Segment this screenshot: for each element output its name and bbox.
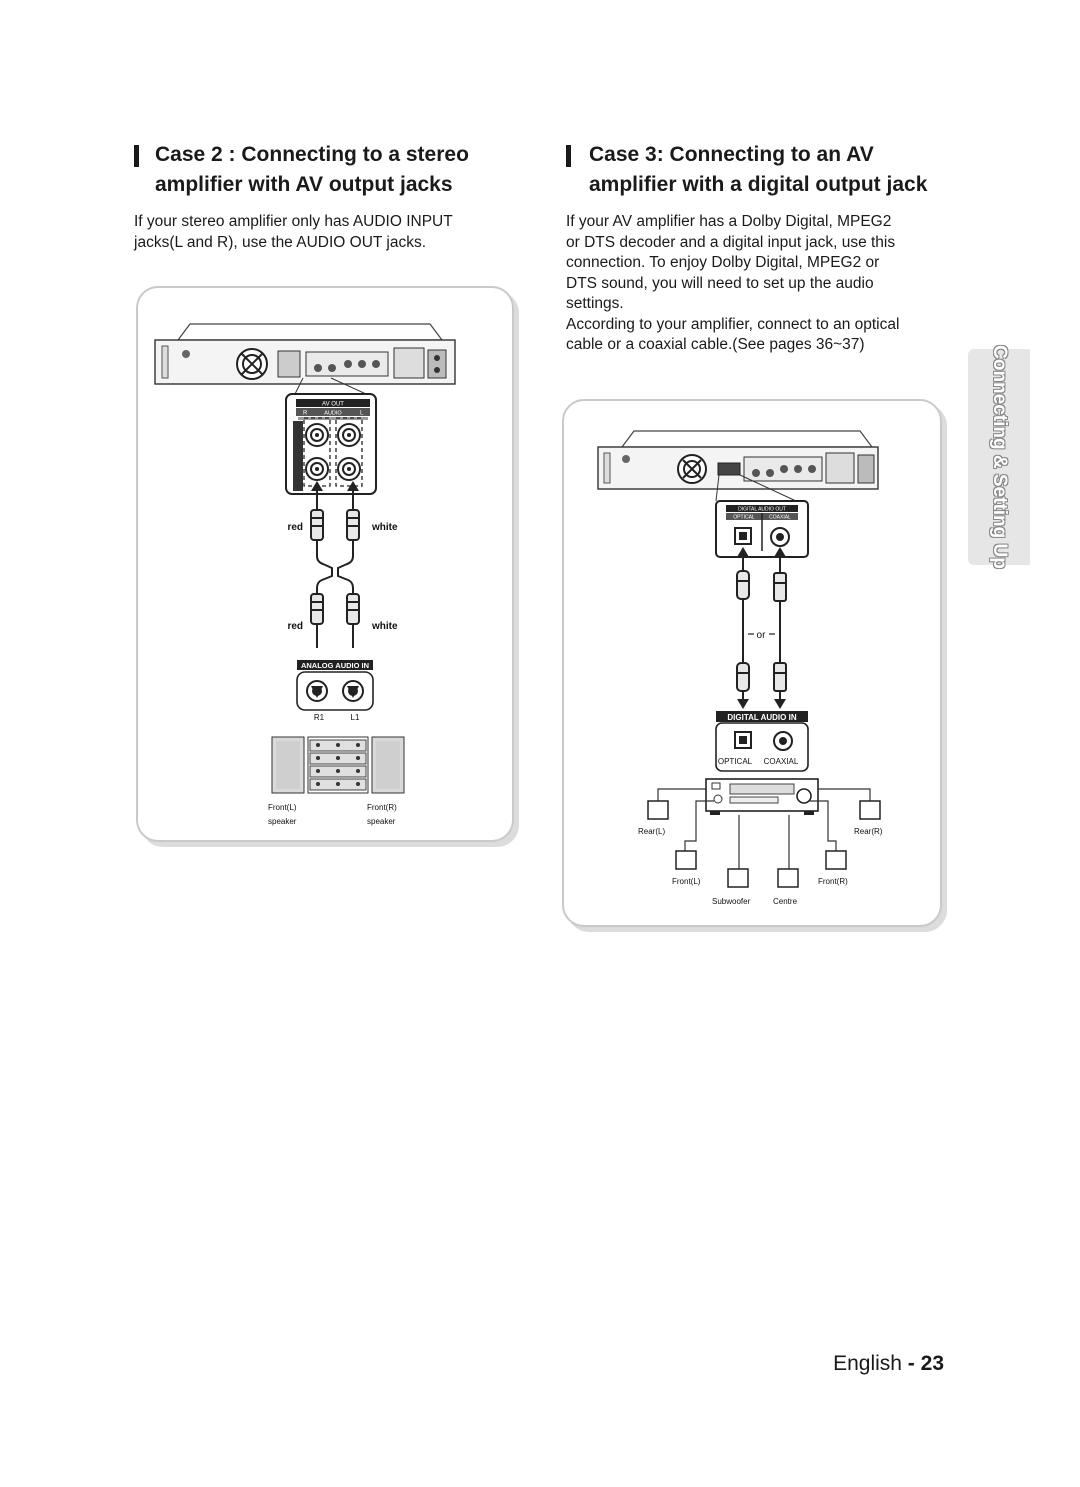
coaxial-port-icon: [773, 731, 793, 751]
case3-body: If your AV amplifier has a Dolby Digital…: [566, 212, 899, 356]
cable-white-label: white: [371, 522, 398, 533]
digital-audio-out-label: DIGITAL AUDIO OUT: [738, 507, 786, 513]
case2-heading-line1: Case 2 : Connecting to a stereo: [155, 143, 469, 166]
front-l-speaker: [675, 850, 697, 870]
rca-jack-icon: [305, 457, 329, 481]
case2-body-line: jacks(L and R), use the AUDIO OUT jacks.: [134, 233, 427, 251]
analog-audio-in-panel: ANALOG AUDIO IN R1 L1: [296, 660, 374, 722]
case3-diagram-panel: DIGITAL AUDIO OUT OPTICAL COAXIAL: [562, 399, 942, 927]
analog-audio-in-label: ANALOG AUDIO IN: [301, 661, 369, 670]
av-out-label: AV OUT: [322, 402, 344, 408]
front-r-speaker: [825, 850, 847, 870]
rear-r-label: Rear(R): [854, 827, 883, 836]
digital-audio-in-label: DIGITAL AUDIO IN: [727, 713, 796, 722]
case3-body-line: connection. To enjoy Dolby Digital, MPEG…: [566, 254, 880, 271]
case2-diagram: AV OUT R AUDIO L: [154, 323, 456, 826]
av-out-l-label: L: [360, 411, 364, 417]
subwoofer-speaker: [727, 868, 749, 888]
cable-red-label: red: [287, 621, 303, 632]
page-footer: English - 23: [833, 1352, 944, 1376]
case2-body-line: If your stereo amplifier only has AUDIO …: [134, 213, 453, 230]
av-out-r-label: R: [303, 411, 308, 417]
coaxial-label: COAXIAL: [764, 757, 799, 766]
case3-body-line: settings.: [566, 295, 624, 312]
coaxial-small-label: COAXIAL: [769, 515, 791, 521]
optical-label: OPTICAL: [718, 757, 753, 766]
recorder-rear-panel: [597, 430, 879, 490]
case3-heading-line1: Case 3: Connecting to an AV: [589, 143, 874, 166]
coaxial-port-icon: [770, 527, 790, 547]
av-out-audio-label: AUDIO: [324, 411, 342, 417]
case2-heading-marker: [134, 145, 139, 167]
case3-heading-marker: [566, 145, 571, 167]
av-receiver: [705, 778, 819, 815]
centre-speaker: [777, 868, 799, 888]
rca-jack-icon: [305, 423, 329, 447]
stereo-system: [271, 736, 405, 794]
subwoofer-label: Subwoofer: [712, 897, 751, 906]
case3-body-line: or DTS decoder and a digital input jack,…: [566, 233, 896, 251]
case2-heading: Case 2 : Connecting to a stereo amplifie…: [155, 140, 469, 200]
rear-r-speaker: [859, 800, 881, 820]
case3-body-line: If your AV amplifier has a Dolby Digital…: [566, 213, 892, 230]
front-l-label: Front(L): [672, 877, 701, 886]
footer-language: English: [833, 1352, 902, 1375]
speaker-wiring: [657, 788, 871, 869]
case2-heading-line2: amplifier with AV output jacks: [155, 173, 453, 196]
rear-l-label: Rear(L): [638, 827, 665, 836]
case3-heading-line2: amplifier with a digital output jack: [589, 173, 928, 196]
cable-red-label: red: [287, 522, 303, 533]
footer-separator: -: [901, 1352, 921, 1375]
section-side-tab-label: Connecting & Setting Up: [989, 345, 1010, 569]
case3-body-line: According to your amplifier, connect to …: [566, 315, 900, 333]
case3-body-line: DTS sound, you will need to set up the a…: [566, 274, 874, 292]
recorder-rear-panel: [154, 323, 456, 385]
digital-audio-in-panel: DIGITAL AUDIO IN OPTICAL COAXIAL: [715, 711, 809, 772]
centre-label: Centre: [773, 897, 798, 906]
case3-diagram: DIGITAL AUDIO OUT OPTICAL COAXIAL: [597, 430, 883, 906]
or-label: or: [757, 630, 767, 641]
rca-jack-icon: [337, 423, 361, 447]
digital-audio-out-panel: DIGITAL AUDIO OUT OPTICAL COAXIAL: [715, 500, 809, 558]
page-number: 23: [920, 1352, 944, 1375]
av-out-jack-panel: AV OUT R AUDIO L: [285, 393, 377, 495]
digital-cable: [736, 547, 787, 709]
front-r-label: Front(R): [818, 877, 848, 886]
r1-label: R1: [314, 713, 325, 722]
case2-diagram-panel: AV OUT R AUDIO L: [136, 286, 514, 842]
case3-heading: Case 3: Connecting to an AV amplifier wi…: [589, 140, 927, 200]
case2-body: If your stereo amplifier only has AUDIO …: [134, 212, 453, 253]
rear-l-speaker: [647, 800, 669, 820]
section-side-tab: Connecting & Setting Up: [968, 345, 1030, 569]
front-l-label: Front(L): [268, 803, 297, 812]
cable-white-label: white: [371, 621, 398, 632]
audio-cable: [310, 481, 360, 648]
rca-jack-icon: [337, 457, 361, 481]
front-r-speaker-label: speaker: [367, 817, 396, 826]
optical-small-label: OPTICAL: [733, 515, 755, 521]
case3-body-line: cable or a coaxial cable.(See pages 36~3…: [566, 336, 865, 353]
front-r-label: Front(R): [367, 803, 397, 812]
l1-label: L1: [351, 713, 360, 722]
front-l-speaker-label: speaker: [268, 817, 297, 826]
